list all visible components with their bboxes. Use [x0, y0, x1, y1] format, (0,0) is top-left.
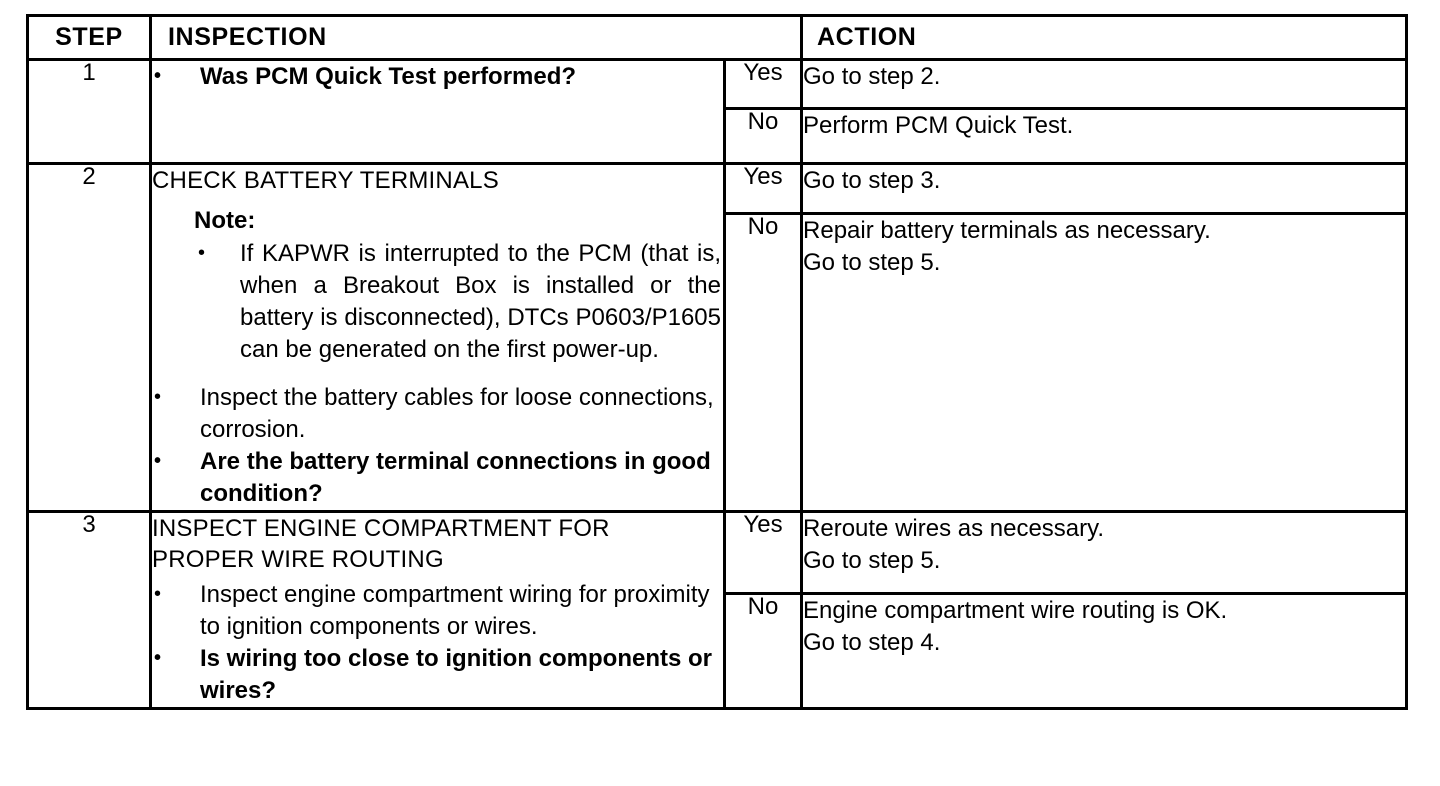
inspection-cell-1: Was PCM Quick Test performed?	[149, 58, 726, 165]
inspection-bullet-list-3: Inspect engine compartment wiring for pr…	[152, 578, 723, 707]
answer-label-no-1: No	[722, 107, 804, 165]
answer-label-yes-1: Yes	[722, 58, 804, 110]
answer-label-no-2: No	[722, 212, 804, 513]
note-block-2: Note: If KAPWR is interrupted to the PCM…	[152, 204, 723, 366]
table-row-step-3-no: No Engine compartment wire routing is OK…	[28, 592, 1409, 710]
note-bullet-list-2: If KAPWR is interrupted to the PCM (that…	[194, 237, 723, 366]
action-line: Go to step 3.	[803, 167, 941, 194]
table-row-step-1: 1 Was PCM Quick Test performed? Yes Go t…	[26, 58, 1409, 165]
list-item: Is wiring too close to ignition componen…	[152, 642, 723, 707]
list-item: If KAPWR is interrupted to the PCM (that…	[194, 237, 723, 366]
inspection-cell-2: CHECK BATTERY TERMINALS Note: If KAPWR i…	[149, 162, 726, 513]
inspection-title-3-line1: INSPECT ENGINE COMPARTMENT FOR	[152, 515, 610, 542]
inspection-cell-3: INSPECT ENGINE COMPARTMENT FOR PROPER WI…	[149, 510, 726, 710]
action-line: Go to step 5.	[803, 249, 941, 276]
diagnostic-table: STEP INSPECTION ACTION 1 Was PCM Quick T…	[26, 14, 1409, 710]
inspection-bullet-list-2: Inspect the battery cables for loose con…	[152, 381, 723, 510]
table-row-step-3: 3 INSPECT ENGINE COMPARTMENT FOR PROPER …	[26, 510, 1409, 710]
action-cell-2-yes: Go to step 3.	[800, 162, 1409, 215]
action-line: Perform PCM Quick Test.	[803, 112, 1074, 139]
list-item: Was PCM Quick Test performed?	[152, 60, 723, 93]
answer-label-yes-2: Yes	[722, 162, 804, 215]
action-line: Reroute wires as necessary.	[803, 515, 1105, 542]
list-item: Inspect the battery cables for loose con…	[152, 381, 723, 446]
answer-label-yes-3: Yes	[722, 510, 804, 595]
action-cell-1-yes: Go to step 2.	[800, 58, 1409, 110]
column-header-action: ACTION	[817, 23, 917, 51]
inspection-bullet-list-1: Was PCM Quick Test performed?	[152, 60, 723, 93]
column-header-step: STEP	[55, 23, 123, 51]
action-line: Go to step 2.	[803, 63, 941, 90]
spacer	[152, 366, 723, 382]
header-cell-step: STEP	[26, 14, 152, 61]
action-line: Go to step 5.	[803, 547, 941, 574]
list-item: Are the battery terminal connections in …	[152, 445, 723, 510]
step-number-1: 1	[26, 58, 152, 165]
note-label: Note:	[194, 207, 256, 234]
action-cell-2-no: Repair battery terminals as necessary. G…	[800, 212, 1409, 513]
header-cell-inspection: INSPECTION	[148, 14, 804, 61]
action-cell-1-no: Perform PCM Quick Test.	[800, 107, 1409, 165]
step-number-2: 2	[26, 162, 152, 513]
inspection-title-2: CHECK BATTERY TERMINALS	[152, 167, 499, 194]
list-item: Inspect engine compartment wiring for pr…	[152, 578, 723, 643]
inspection-title-3-line2: PROPER WIRE ROUTING	[152, 546, 444, 573]
action-line: Go to step 4.	[803, 629, 941, 656]
answer-label-no-3: No	[722, 592, 804, 710]
action-cell-3-yes: Reroute wires as necessary. Go to step 5…	[800, 510, 1409, 595]
table-row-step-2: 2 CHECK BATTERY TERMINALS Note: If KAPWR…	[26, 162, 1409, 513]
header-cell-action: ACTION	[800, 14, 1409, 61]
action-line: Repair battery terminals as necessary.	[803, 217, 1211, 244]
table-row-step-1-no: No Perform PCM Quick Test.	[28, 107, 1409, 165]
table-row-step-2-no: No Repair battery terminals as necessary…	[28, 212, 1409, 513]
table-header-row: STEP INSPECTION ACTION	[26, 14, 1409, 61]
action-cell-3-no: Engine compartment wire routing is OK. G…	[800, 592, 1409, 710]
action-line: Engine compartment wire routing is OK.	[803, 597, 1228, 624]
column-header-inspection: INSPECTION	[168, 23, 327, 51]
step-number-3: 3	[26, 510, 152, 710]
